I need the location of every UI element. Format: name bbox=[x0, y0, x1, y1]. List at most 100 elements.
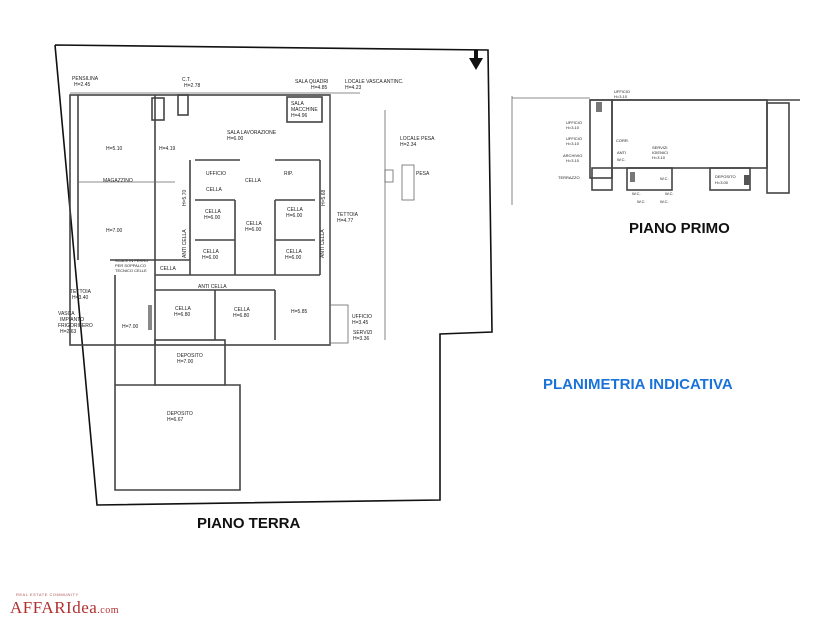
room-height: H=5.68 bbox=[321, 190, 327, 206]
room-label: SALA QUADRI bbox=[295, 79, 328, 85]
room-label: C.T. bbox=[182, 77, 191, 83]
room-label: SALA LAVORAZIONE bbox=[227, 130, 277, 136]
room-label: PENSILINA bbox=[72, 76, 99, 82]
indicative-plan-note: PLANIMETRIA INDICATIVA bbox=[543, 376, 733, 393]
room-label: CELLA bbox=[234, 307, 251, 313]
logo-sub: dea bbox=[72, 598, 98, 617]
room-label: CELLA bbox=[245, 178, 262, 184]
first-floor-title: PIANO PRIMO bbox=[629, 220, 730, 237]
room-label: ANTI bbox=[617, 150, 626, 155]
room-height: H=4.19 bbox=[159, 146, 175, 152]
room-label: LOCALE PESA bbox=[400, 136, 435, 142]
room-height: H=6.80 bbox=[233, 313, 249, 319]
room-label: UFFICIO bbox=[614, 89, 630, 94]
room-label: SERVIZI bbox=[652, 145, 668, 150]
room-label: DEPOSITO bbox=[167, 411, 193, 417]
room-label: CORR. bbox=[616, 138, 629, 143]
room-label: DEPOSITO bbox=[715, 174, 736, 179]
room-label: TECNICO CELLE bbox=[115, 268, 147, 273]
room-height: H=6.00 bbox=[245, 227, 261, 233]
room-height: H=6.67 bbox=[167, 417, 183, 423]
room-label: UFFICIO bbox=[566, 120, 582, 125]
room-label: PER SOPPALCO bbox=[115, 263, 146, 268]
first-floor-plan bbox=[511, 96, 800, 205]
room-height: H=6.00 bbox=[286, 213, 302, 219]
room-height: H=6.00 bbox=[204, 215, 220, 221]
room-height: H=3.10 bbox=[566, 141, 580, 146]
room-label: W.C. bbox=[637, 199, 646, 204]
room-label: FRIGORIFERO bbox=[58, 323, 93, 329]
room-label: W.C. bbox=[660, 199, 669, 204]
room-label: W.C. bbox=[665, 191, 674, 196]
room-label: CELLA bbox=[160, 266, 177, 272]
room-label: LOCALE VASCA ANTINC. bbox=[345, 79, 404, 85]
room-height: H=5.70 bbox=[182, 190, 188, 206]
logo-suffix: .com bbox=[97, 605, 120, 616]
room-label: CELLA bbox=[206, 187, 223, 193]
room-height: H=3.45 bbox=[352, 320, 368, 326]
room-label: UFFICIO bbox=[352, 314, 372, 320]
room-height: H=7.00 bbox=[177, 359, 193, 365]
room-label: CELLA bbox=[203, 249, 220, 255]
room-height: H=2.45 bbox=[74, 82, 90, 88]
room-label: ANTI CELLA bbox=[320, 229, 326, 258]
room-label: ANTI CELLA bbox=[182, 229, 188, 258]
room-height: H=3.40 bbox=[72, 295, 88, 301]
room-height: H=3.00 bbox=[715, 180, 729, 185]
logo-tagline: REAL ESTATE COMMUNITY bbox=[16, 592, 79, 597]
first-floor-labels: UFFICIO H=3.10 UFFICIO H=3.10 UFFICIO H=… bbox=[558, 89, 736, 204]
room-label: ARCHIVIO bbox=[563, 153, 582, 158]
room-label: CELLA bbox=[287, 207, 304, 213]
room-height: H=6.00 bbox=[227, 136, 243, 142]
room-label: CELLA bbox=[286, 249, 303, 255]
room-label: SCALE IN FERRO bbox=[115, 258, 148, 263]
room-label: TETTOIA bbox=[337, 212, 359, 218]
north-arrow-icon bbox=[469, 50, 483, 70]
room-height: H=2.34 bbox=[400, 142, 416, 148]
ground-floor-plan bbox=[69, 92, 415, 491]
room-label: MAGAZZINO bbox=[103, 178, 133, 184]
ground-floor-labels: PENSILINA H=2.45 C.T. H=2.78 SALA QUADRI… bbox=[58, 76, 435, 423]
room-label: RIP. bbox=[284, 171, 293, 177]
room-label: CELLA bbox=[175, 306, 192, 312]
room-height: H=5.10 bbox=[106, 146, 122, 152]
room-height: H=3.10 bbox=[652, 155, 666, 160]
room-label: DEPOSITO bbox=[177, 353, 203, 359]
affaridea-logo: REAL ESTATE COMMUNITY AFFARIdea.com bbox=[10, 592, 120, 618]
room-height: H=4.77 bbox=[337, 218, 353, 224]
room-height: H=3.10 bbox=[566, 158, 580, 163]
room-height: H=3.36 bbox=[353, 336, 369, 342]
room-label: IMPIANTO bbox=[60, 317, 84, 323]
room-label: SERVIZI bbox=[353, 330, 372, 336]
room-height: H=4.23 bbox=[345, 85, 361, 91]
room-height: H=2.78 bbox=[184, 83, 200, 89]
room-label: W.C. bbox=[617, 157, 626, 162]
room-label: CELLA bbox=[205, 209, 222, 215]
logo-main: AFFARI bbox=[10, 598, 73, 617]
room-label: W.C. bbox=[632, 191, 641, 196]
room-label: UFFICIO bbox=[566, 136, 582, 141]
property-boundary bbox=[54, 44, 493, 506]
room-height: H=6.00 bbox=[202, 255, 218, 261]
room-height: H=6.80 bbox=[174, 312, 190, 318]
room-height: H=4.96 bbox=[291, 113, 307, 119]
room-height: H=3.10 bbox=[614, 94, 628, 99]
room-label: CELLA bbox=[246, 221, 263, 227]
room-label: IGIENICI bbox=[652, 150, 668, 155]
room-height: H=7.00 bbox=[122, 324, 138, 330]
room-label: VASCA bbox=[58, 311, 75, 317]
room-height: H=2.63 bbox=[60, 329, 76, 335]
room-height: H=4.85 bbox=[311, 85, 327, 91]
room-label: TERRAZZO bbox=[558, 175, 580, 180]
room-height: H=7.00 bbox=[106, 228, 122, 234]
room-label: MACCHINE bbox=[291, 107, 318, 113]
room-label: UFFICIO bbox=[206, 171, 226, 177]
room-height: H=3.10 bbox=[566, 125, 580, 130]
room-label: SALA bbox=[291, 101, 304, 107]
ground-floor-title: PIANO TERRA bbox=[197, 515, 301, 532]
room-label: ANTI CELLA bbox=[198, 284, 227, 290]
room-label: W.C. bbox=[660, 176, 669, 181]
room-height: H=5.85 bbox=[291, 309, 307, 315]
room-label: TETTOIA bbox=[70, 289, 92, 295]
